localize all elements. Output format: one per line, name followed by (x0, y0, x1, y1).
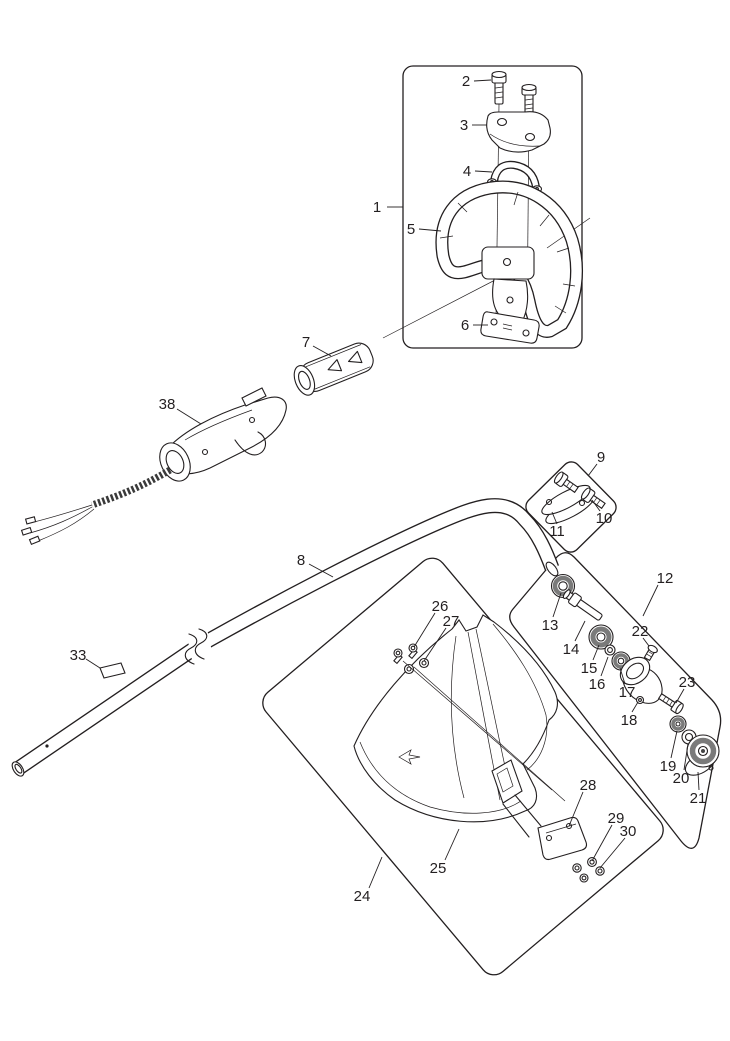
callout-11: 11 (549, 523, 565, 540)
throttle-trigger (234, 431, 267, 456)
callout-leaders (85, 79, 700, 889)
shaft-pipe (11, 498, 560, 777)
wire-connector (24, 516, 37, 525)
callout-13: 13 (542, 617, 559, 634)
nut (595, 866, 605, 876)
washer (572, 863, 582, 873)
callout-24: 24 (354, 888, 371, 905)
callout-33: 33 (70, 647, 87, 664)
callout-22: 22 (632, 623, 649, 640)
pipe-break-squiggle (194, 628, 208, 660)
handle-bracket (480, 311, 540, 344)
label-sticker (99, 662, 126, 679)
screw-position-line (402, 660, 553, 791)
guard-assembly (353, 614, 605, 883)
assembly-boxes (262, 65, 722, 976)
grip (293, 342, 374, 396)
callout-7: 7 (302, 334, 310, 351)
callout-2: 2 (462, 73, 470, 90)
drive-shaft (562, 589, 603, 621)
handle-clamp-cover (486, 111, 551, 153)
nut (579, 873, 589, 883)
bracket-assembly-box (525, 461, 617, 553)
callout-16: 16 (589, 676, 606, 693)
washer (587, 857, 597, 867)
clamp-housing (619, 656, 663, 705)
handle-assembly (435, 70, 583, 344)
callout-17: 17 (619, 684, 636, 701)
callout-8: 8 (297, 552, 305, 569)
pipe-cut-end (545, 561, 559, 577)
callout-12: 12 (657, 570, 674, 587)
callout-14: 14 (563, 641, 580, 658)
callout-27: 27 (443, 613, 460, 630)
callout-21: 21 (690, 790, 707, 807)
guard-clamp-loop (491, 759, 523, 804)
callout-30: 30 (620, 823, 637, 840)
guard (353, 614, 558, 823)
screw-position-line (413, 666, 566, 802)
holder-cup (684, 734, 720, 776)
callout-9: 9 (597, 449, 605, 466)
callout-3: 3 (460, 117, 468, 134)
hex-bolt (521, 83, 537, 115)
callout-10: 10 (596, 510, 613, 527)
hex-bolt (657, 693, 684, 715)
hex-bolt (491, 70, 507, 105)
clamp-bracket-parts (541, 471, 606, 525)
guard-screws (393, 643, 430, 675)
callout-19: 19 (660, 758, 677, 775)
callout-26: 26 (432, 598, 449, 615)
hex-bolt (553, 471, 579, 494)
callout-20: 20 (673, 770, 690, 787)
throttle-lever (241, 387, 267, 407)
loop-handle (435, 180, 583, 338)
pipe-break-squiggle (184, 633, 198, 665)
screw (643, 644, 658, 662)
pipe-hole (45, 744, 49, 748)
hex-bolt (580, 487, 606, 510)
bracket-plate-upper (541, 484, 591, 516)
wire-connector (20, 526, 33, 536)
arrow-marking (398, 749, 421, 765)
callout-15: 15 (581, 660, 598, 677)
callout-6: 6 (461, 317, 469, 334)
callout-29: 29 (608, 810, 625, 827)
callout-1: 1 (373, 199, 381, 216)
callout-28: 28 (580, 777, 597, 794)
callout-38: 38 (159, 396, 176, 413)
gear-assembly-box (509, 552, 722, 849)
callout-4: 4 (463, 163, 471, 180)
handle-clamp-foot (481, 246, 535, 280)
wire-connector (28, 535, 41, 545)
callout-18: 18 (621, 712, 638, 729)
drive-train-parts (550, 573, 720, 776)
callout-numbers: 1 2 3 4 5 6 7 8 9 10 11 12 13 14 15 16 1… (70, 73, 707, 905)
snap-ring (604, 644, 616, 656)
throttle-housing (20, 387, 287, 545)
callout-25: 25 (430, 860, 447, 877)
callout-5: 5 (407, 221, 415, 238)
throttle-cable-coil (90, 466, 172, 509)
guard-bracket (537, 816, 588, 861)
callout-23: 23 (679, 674, 696, 691)
